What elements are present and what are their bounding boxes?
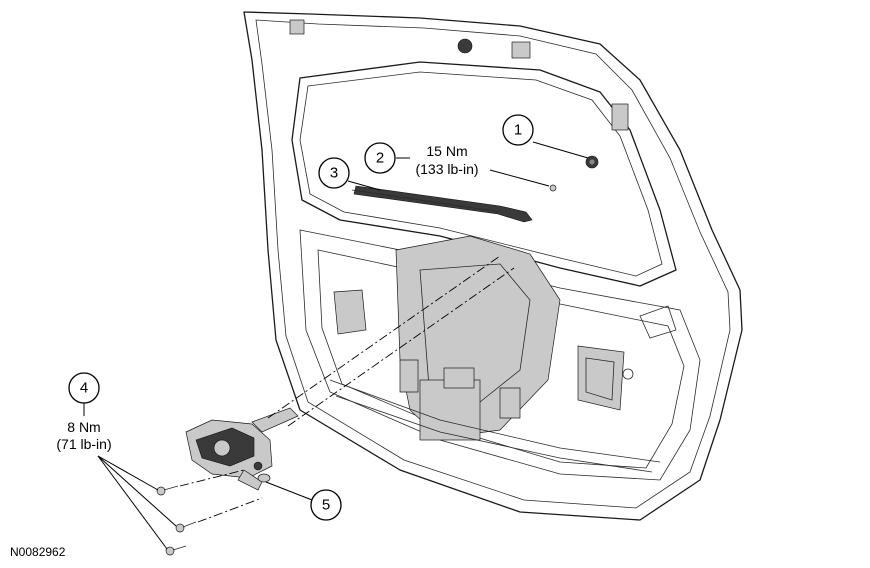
callout-2: 2 15 Nm (133 lb-in) [364, 142, 479, 177]
torque-lbin: (133 lb-in) [415, 161, 478, 177]
callout-number: 2 [376, 150, 384, 167]
motor-bolts [156, 485, 197, 556]
bolt-lower [165, 545, 187, 556]
leader-lines [83, 141, 589, 550]
callout-5: 5 [310, 489, 342, 521]
callout-1: 1 [502, 114, 534, 146]
installation-lines [179, 255, 515, 523]
callout-number: 1 [514, 122, 522, 139]
arm-nut [549, 184, 557, 192]
bolt-upper [156, 485, 179, 496]
callout-number: 4 [80, 380, 88, 397]
wiper-arm [351, 185, 533, 223]
grommet [257, 473, 271, 483]
torque-lbin: (71 lb-in) [56, 436, 111, 452]
wiper-motor-assembly [185, 407, 299, 491]
bolt-middle [175, 521, 197, 533]
callout-number: 5 [322, 497, 330, 514]
figure-id: N0082962 [10, 545, 66, 559]
callout-4: 4 8 Nm (71 lb-in) [56, 372, 112, 452]
pivot-nut [585, 155, 599, 169]
callout-3: 3 [318, 157, 350, 189]
torque-nm: 15 Nm [426, 143, 467, 159]
torque-nm: 8 Nm [67, 419, 100, 435]
liftgate-illustration [243, 11, 743, 521]
callout-number: 3 [330, 165, 338, 182]
